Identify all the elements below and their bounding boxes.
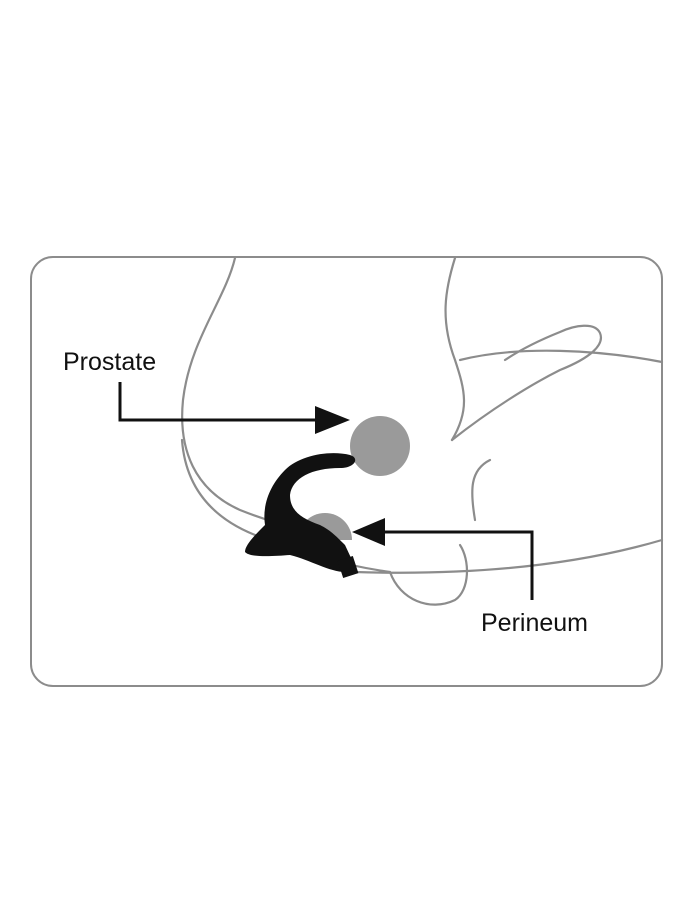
perineum-label: Perineum: [481, 609, 588, 637]
perineum-arrow: [352, 518, 534, 600]
device-tip: [337, 555, 359, 579]
prostate-arrow: [118, 382, 350, 434]
device-silhouette: [245, 453, 356, 572]
diagram-frame: [30, 256, 663, 687]
prostate-label: Prostate: [63, 348, 157, 376]
prostate-target: [350, 416, 410, 476]
